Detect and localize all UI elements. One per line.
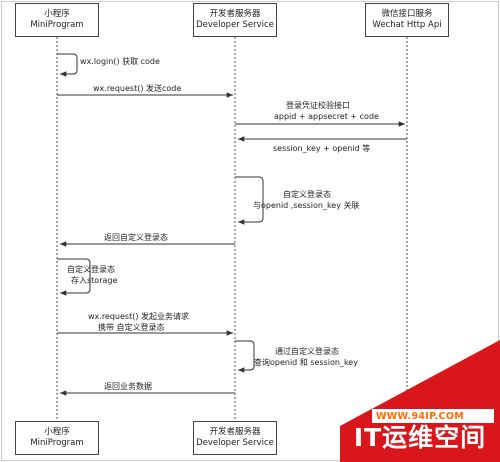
participant-developer-top: 开发者服务器 Developer Service xyxy=(193,3,277,37)
label-biz-request-2: 携带 自定义登录态 xyxy=(98,323,165,332)
label-query-2: 查询openid 和 session_key xyxy=(254,358,358,367)
participant-cn: 开发者服务器 xyxy=(209,427,261,437)
arrow-store-self xyxy=(57,258,91,296)
label-query-1: 通过自定义登录态 xyxy=(275,347,339,356)
participant-cn: 开发者服务器 xyxy=(209,9,261,19)
label-session-reply: session_key + openid 等 xyxy=(273,144,371,153)
participant-developer-bottom: 开发者服务器 Developer Service xyxy=(193,421,277,455)
participant-cn: 微信接口服务 xyxy=(381,9,433,19)
label-custom-state-2: 与openid ,session_key 关联 xyxy=(253,201,360,210)
participant-en: Wechat Http Api xyxy=(372,20,442,30)
watermark-banner xyxy=(340,340,500,462)
label-biz-request-1: wx.request() 发起业务请求 xyxy=(88,312,190,321)
label-store-2: 存入storage xyxy=(71,276,118,285)
participant-en: Developer Service xyxy=(196,438,274,448)
arrow-custom-state-self xyxy=(235,176,264,225)
participant-cn: 小程序 xyxy=(44,427,70,437)
label-login: wx.login() 获取 code xyxy=(80,57,160,66)
label-send-code: wx.request() 发送code xyxy=(93,84,182,93)
watermark-url: WWW.94IP.COM xyxy=(376,411,464,422)
participant-en: MiniProgram xyxy=(30,20,84,30)
arrow-login-self xyxy=(57,53,78,77)
watermark-url-plate xyxy=(372,409,494,423)
arrow-query-self xyxy=(235,340,255,373)
participant-wechat-top: 微信接口服务 Wechat Http Api xyxy=(365,3,449,37)
label-return-data: 返回业务数据 xyxy=(104,382,152,391)
watermark-title: IT运维空间 xyxy=(353,423,487,452)
participant-en: MiniProgram xyxy=(30,438,84,448)
label-store-1: 自定义登录态 xyxy=(67,265,115,274)
label-custom-state-1: 自定义登录态 xyxy=(283,190,331,199)
label-verify-1: 登录凭证校验接口 xyxy=(286,101,350,110)
participant-miniprogram-top: 小程序 MiniProgram xyxy=(15,3,99,37)
label-return-state: 返回自定义登录态 xyxy=(104,233,168,242)
participant-miniprogram-bottom: 小程序 MiniProgram xyxy=(15,421,99,455)
participant-cn: 小程序 xyxy=(44,9,70,19)
label-verify-2: appid + appsecret + code xyxy=(274,112,379,121)
participant-en: Developer Service xyxy=(196,20,274,30)
